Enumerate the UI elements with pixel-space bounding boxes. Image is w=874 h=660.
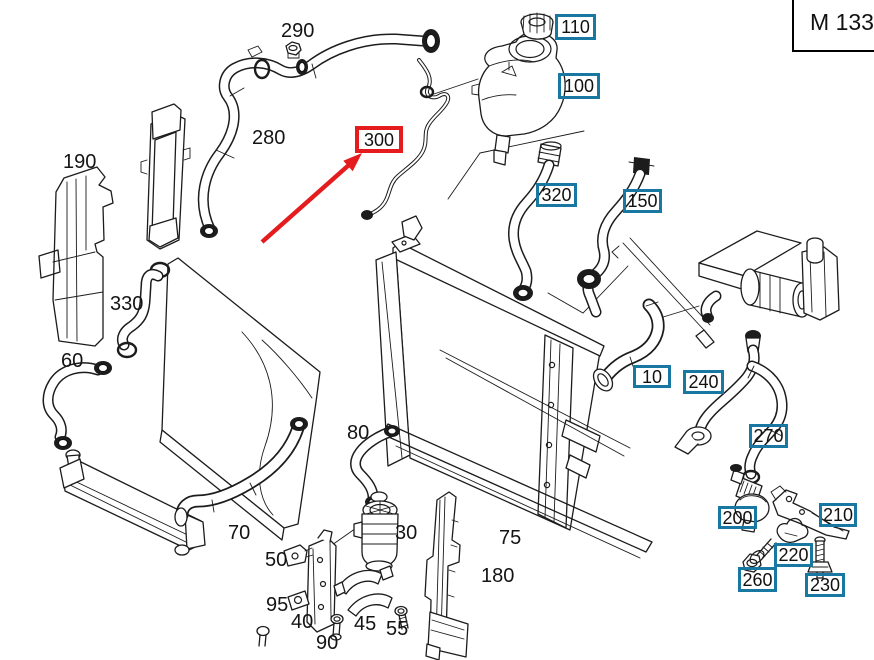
tank-cap-110	[520, 12, 554, 40]
main-radiator	[375, 215, 715, 559]
highlighted-part-callout-300[interactable]: 300	[355, 126, 403, 153]
clip-220	[776, 517, 809, 543]
bolt-55	[394, 605, 409, 630]
auxiliary-cooler	[140, 103, 191, 250]
part-callout-200[interactable]: 200	[718, 506, 757, 529]
part-label-75: 75	[499, 527, 522, 549]
clamp-50	[283, 544, 314, 567]
part-label-70: 70	[228, 522, 251, 544]
part-label-190: 190	[63, 151, 97, 173]
stud-230	[807, 536, 833, 579]
nut-95	[287, 590, 310, 611]
part-callout-230[interactable]: 230	[805, 573, 845, 597]
part-callout-260[interactable]: 260	[738, 567, 777, 592]
engine-code-label: M 133	[810, 8, 874, 35]
heat-exchanger-assembly	[698, 230, 840, 323]
expansion-tank-100	[471, 31, 566, 166]
strap-45	[333, 565, 394, 617]
hose-150	[577, 157, 655, 318]
part-label-55: 55	[386, 618, 409, 640]
part-callout-270[interactable]: 270	[749, 424, 788, 448]
part-callout-110[interactable]: 110	[555, 14, 596, 40]
low-temp-radiator	[59, 449, 206, 556]
part-callout-100[interactable]: 100	[558, 73, 600, 99]
part-label-180: 180	[481, 565, 515, 587]
upper-radiator-hose-280	[197, 29, 440, 238]
auxiliary-pump-30	[353, 491, 399, 572]
part-label-330: 330	[110, 293, 144, 315]
hose-270	[741, 360, 788, 485]
bolt-90	[330, 613, 344, 641]
lower-hose-10	[592, 298, 665, 392]
part-callout-320[interactable]: 320	[536, 183, 577, 207]
part-callout-220[interactable]: 220	[774, 543, 813, 567]
part-label-80: 80	[347, 422, 370, 444]
vent-hose-300	[361, 58, 451, 220]
part-callout-10[interactable]: 10	[633, 365, 671, 388]
part-label-45: 45	[354, 613, 377, 635]
coolant-pipe-330	[116, 261, 171, 359]
part-callout-240[interactable]: 240	[683, 370, 724, 394]
part-callout-150[interactable]: 150	[623, 189, 662, 213]
part-label-40: 40	[291, 611, 314, 633]
condenser	[159, 257, 321, 541]
hose-60	[42, 361, 112, 450]
part-callout-210[interactable]: 210	[819, 503, 857, 527]
nut-290	[285, 41, 302, 59]
engine-code-box: M 133	[792, 0, 874, 52]
part-label-290: 290	[281, 20, 315, 42]
part-label-30: 30	[395, 522, 418, 544]
hose-320	[508, 141, 562, 301]
fan-shroud-180	[424, 491, 469, 660]
thermostat-housing-200	[730, 464, 770, 533]
part-label-95: 95	[266, 594, 289, 616]
part-label-90: 90	[316, 632, 339, 654]
highlight-arrow	[260, 153, 362, 244]
part-label-50: 50	[265, 549, 288, 571]
small-fastener	[256, 625, 270, 647]
part-label-60: 60	[61, 350, 84, 372]
air-baffle-190	[38, 166, 114, 347]
part-label-280: 280	[252, 127, 286, 149]
lower-radiator-hose-70	[174, 417, 308, 527]
